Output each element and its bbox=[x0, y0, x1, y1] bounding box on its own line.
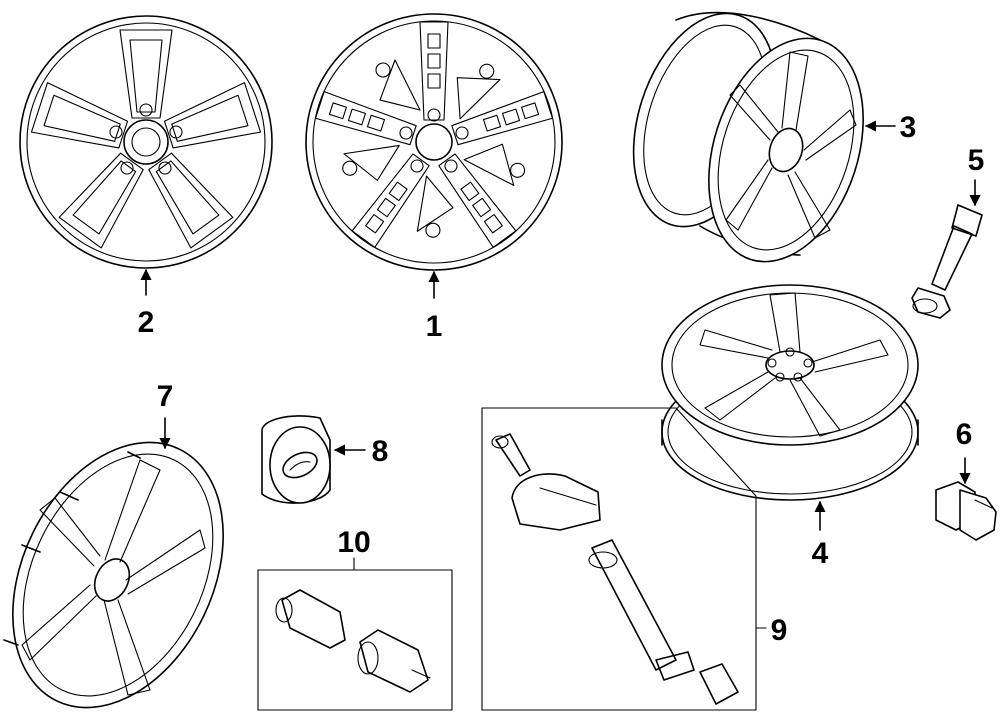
tpms-kit-part-9[interactable] bbox=[481, 407, 757, 711]
lug-nut-part-6[interactable] bbox=[935, 481, 997, 541]
leader-lines bbox=[140, 120, 981, 629]
callout-1: 1 bbox=[426, 310, 443, 343]
wheel-cover-part-7[interactable] bbox=[0, 408, 265, 723]
spare-wheel-part-4[interactable] bbox=[661, 284, 919, 501]
callout-3: 3 bbox=[900, 111, 917, 144]
wheel-part-3[interactable] bbox=[608, 0, 890, 282]
wheel-part-1[interactable] bbox=[301, 13, 563, 274]
callout-7: 7 bbox=[157, 380, 174, 413]
callout-4: 4 bbox=[812, 537, 829, 570]
center-cap-part-8[interactable] bbox=[261, 415, 331, 504]
callout-10: 10 bbox=[337, 526, 370, 559]
valve-stem-part-5[interactable] bbox=[911, 204, 983, 319]
callout-5: 5 bbox=[968, 144, 985, 177]
wheel-part-2[interactable] bbox=[19, 15, 273, 269]
lock-kit-part-10[interactable] bbox=[257, 569, 453, 711]
callout-2: 2 bbox=[138, 306, 155, 339]
callout-6: 6 bbox=[956, 418, 973, 451]
callout-9: 9 bbox=[771, 614, 788, 647]
callout-8: 8 bbox=[372, 435, 389, 468]
